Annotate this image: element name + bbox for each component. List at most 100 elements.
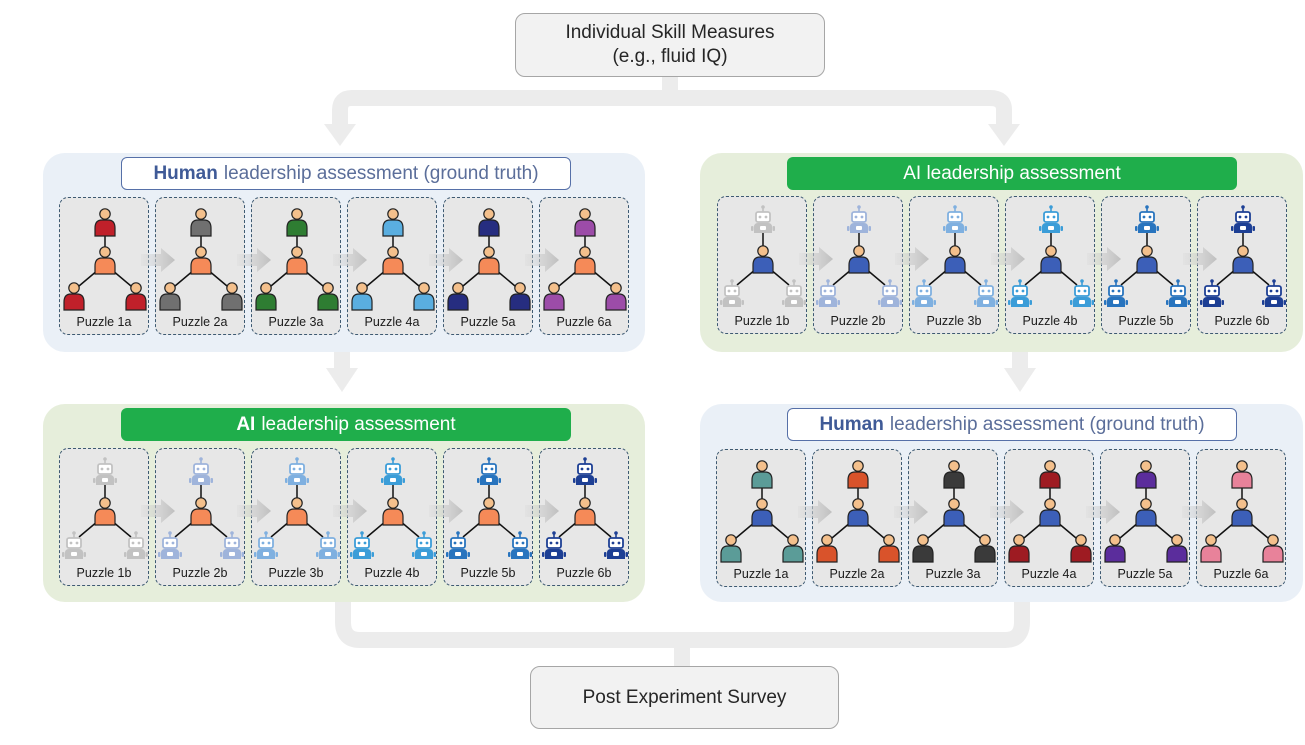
puzzle-label: Puzzle 1b xyxy=(76,566,132,580)
person-member-icon xyxy=(878,534,900,563)
puzzle-card: Puzzle 3a xyxy=(251,197,341,335)
sequence-arrow-icon xyxy=(895,247,929,271)
puzzle-label: Puzzle 2a xyxy=(829,567,885,581)
puzzle-card: Puzzle 3a xyxy=(908,449,998,587)
person-member-icon xyxy=(1200,534,1222,563)
team-network xyxy=(159,208,243,311)
robot-member-icon xyxy=(1039,205,1063,233)
flow-arrowhead-mid-right xyxy=(1004,368,1036,392)
person-member-icon xyxy=(912,534,934,563)
flow-arrowhead-mid-left xyxy=(326,368,358,392)
person-member-icon xyxy=(1039,460,1061,489)
puzzle-card: Puzzle 1a xyxy=(716,449,806,587)
team-network xyxy=(1200,205,1286,307)
person-member-icon xyxy=(543,282,565,311)
person-member-icon xyxy=(125,282,147,311)
panel-title: AI leadership assessment xyxy=(787,157,1237,190)
team-network xyxy=(158,457,244,559)
person-member-icon xyxy=(382,208,404,237)
robot-member-icon xyxy=(782,279,806,307)
team-network xyxy=(912,460,996,563)
robot-member-icon xyxy=(1166,279,1190,307)
puzzle-card: Puzzle 4b xyxy=(347,448,437,586)
puzzle-card: Puzzle 5a xyxy=(1100,449,1190,587)
panel-title: AI leadership assessment xyxy=(121,408,571,441)
panel-title-bold: Human xyxy=(153,162,218,184)
person-member-icon xyxy=(574,208,596,237)
robot-member-icon xyxy=(220,531,244,559)
puzzle-label: Puzzle 4b xyxy=(364,566,420,580)
robot-member-icon xyxy=(1262,279,1286,307)
flow-line-bottom xyxy=(335,602,1030,648)
sequence-arrow-icon xyxy=(429,248,463,272)
puzzle-card: Puzzle 2a xyxy=(812,449,902,587)
panel-title-text: leadership assessment (ground truth) xyxy=(223,162,539,184)
person-member-icon xyxy=(1262,534,1284,563)
robot-member-icon xyxy=(974,279,998,307)
puzzle-card: Puzzle 1b xyxy=(717,196,807,334)
robot-member-icon xyxy=(350,531,374,559)
sequence-arrow-icon xyxy=(141,248,175,272)
team-network xyxy=(255,208,339,311)
robot-member-icon xyxy=(1008,279,1032,307)
team-network xyxy=(816,205,902,307)
panel-ai-assessment-top-right: AI leadership assessment Puzzle 1b Puzzle… xyxy=(700,153,1303,352)
leader-person-icon xyxy=(94,497,116,526)
puzzle-label: Puzzle 6a xyxy=(1213,567,1269,581)
team-network xyxy=(1104,205,1190,307)
team-network xyxy=(63,208,147,311)
puzzle-label: Puzzle 3a xyxy=(268,315,324,329)
panel-title-text: leadership assessment (ground truth) xyxy=(889,413,1205,435)
sequence-arrow-icon xyxy=(991,247,1025,271)
leader-person-icon xyxy=(190,497,212,526)
puzzle-label: Puzzle 3b xyxy=(268,566,324,580)
panel-human-assessment-top-left: Human leadership assessment (ground trut… xyxy=(43,153,645,352)
skill-measures-title: Individual Skill Measures xyxy=(565,22,775,43)
team-network xyxy=(543,208,627,311)
sequence-arrow-icon xyxy=(894,500,928,524)
person-member-icon xyxy=(190,208,212,237)
robot-member-icon xyxy=(847,205,871,233)
sequence-arrow-icon xyxy=(333,248,367,272)
leader-person-icon xyxy=(1135,498,1157,527)
leader-person-icon xyxy=(1231,498,1253,527)
team-network xyxy=(350,457,436,559)
robot-member-icon xyxy=(1135,205,1159,233)
person-member-icon xyxy=(720,534,742,563)
puzzle-label: Puzzle 4a xyxy=(364,315,420,329)
sequence-arrow-icon xyxy=(1086,500,1120,524)
puzzle-label: Puzzle 5b xyxy=(460,566,516,580)
puzzle-label: Puzzle 5b xyxy=(1118,314,1174,328)
robot-member-icon xyxy=(943,205,967,233)
leader-person-icon xyxy=(1136,245,1158,274)
skill-measures-subtitle: (e.g., fluid IQ) xyxy=(612,46,728,67)
person-member-icon xyxy=(351,282,373,311)
person-member-icon xyxy=(509,282,531,311)
person-member-icon xyxy=(847,460,869,489)
panel-title-bold: Human xyxy=(819,413,884,435)
leader-person-icon xyxy=(847,498,869,527)
puzzle-card: Puzzle 4a xyxy=(1004,449,1094,587)
person-member-icon xyxy=(751,460,773,489)
person-member-icon xyxy=(943,460,965,489)
team-network xyxy=(1008,205,1094,307)
panel-human-assessment-bottom-right: Human leadership assessment (ground trut… xyxy=(700,404,1303,602)
robot-member-icon xyxy=(816,279,840,307)
robot-member-icon xyxy=(1104,279,1128,307)
team-network xyxy=(1200,460,1284,563)
team-network xyxy=(446,457,532,559)
leader-person-icon xyxy=(286,497,308,526)
person-member-icon xyxy=(1166,534,1188,563)
puzzle-card: Puzzle 5a xyxy=(443,197,533,335)
puzzle-card: Puzzle 6a xyxy=(539,197,629,335)
sequence-arrow-icon xyxy=(1087,247,1121,271)
team-network xyxy=(351,208,435,311)
person-member-icon xyxy=(159,282,181,311)
sequence-arrow-icon xyxy=(141,499,175,523)
puzzle-label: Puzzle 4a xyxy=(1021,567,1077,581)
team-network xyxy=(1104,460,1188,563)
puzzle-card: Puzzle 3b xyxy=(251,448,341,586)
robot-member-icon xyxy=(720,279,744,307)
puzzle-label: Puzzle 1a xyxy=(733,567,789,581)
leader-person-icon xyxy=(848,245,870,274)
